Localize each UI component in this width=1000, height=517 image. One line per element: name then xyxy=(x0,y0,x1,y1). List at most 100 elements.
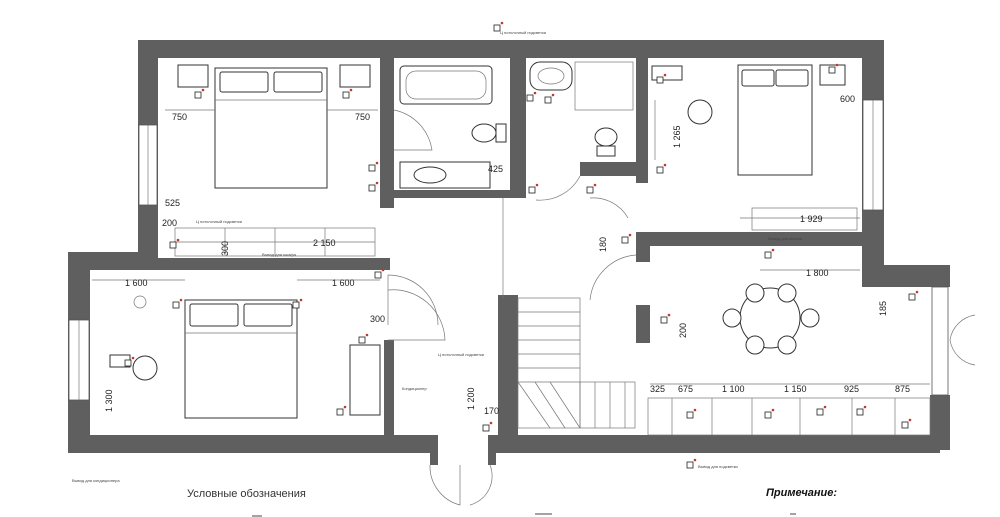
socket-point xyxy=(365,333,369,337)
bottom-right-wall xyxy=(495,435,940,453)
socket-marker xyxy=(374,271,382,279)
stair-wall xyxy=(498,295,518,435)
dim-label: 300 xyxy=(370,314,385,324)
toilet-2 xyxy=(594,127,618,147)
socket-marker xyxy=(764,251,772,259)
socket-point xyxy=(535,183,539,187)
dim-label: 2 150 xyxy=(313,238,336,248)
dim-label: 1 200 xyxy=(466,387,476,410)
socket-point xyxy=(908,418,912,422)
cropped-footer-marks xyxy=(252,513,796,517)
right-step-wall xyxy=(862,265,950,287)
socket-point xyxy=(131,356,135,360)
callout-labels: Ц потолочный подсветки Ц потолочный подс… xyxy=(72,30,803,483)
socket-marker xyxy=(856,408,864,416)
entry-jamb-right xyxy=(488,435,496,465)
socket-marker xyxy=(368,184,376,192)
kitchen-corner-wall xyxy=(636,232,650,262)
socket-point xyxy=(663,73,667,77)
shower xyxy=(574,61,634,111)
bottom-left-wall xyxy=(68,435,430,453)
socket-marker xyxy=(908,293,916,301)
callout-label: Ц потолочный подсветки xyxy=(196,219,242,224)
socket-marker xyxy=(901,421,909,429)
bath1-bottom-wall xyxy=(394,190,524,198)
socket-point xyxy=(823,405,827,409)
socket-point xyxy=(667,313,671,317)
dimension-lines xyxy=(92,100,930,385)
callout-label: Вывод для кондиционера xyxy=(72,478,120,483)
kitchen-counter xyxy=(647,397,931,436)
electrical-points xyxy=(124,21,919,469)
socket-marker xyxy=(124,359,132,367)
callout-label: Вывод для шкафа xyxy=(768,236,803,241)
dim-label: 925 xyxy=(844,384,859,394)
socket-marker xyxy=(368,164,376,172)
dim-label: 200 xyxy=(678,323,688,338)
socket-marker xyxy=(660,316,668,324)
socket-marker xyxy=(586,186,594,194)
kitchen-dining xyxy=(647,283,931,436)
socket-marker xyxy=(528,186,536,194)
socket-marker xyxy=(342,91,350,99)
dim-label: 525 xyxy=(165,198,180,208)
socket-marker xyxy=(493,24,501,32)
kitchen-top-wall xyxy=(636,232,862,246)
bath2-right-wall xyxy=(636,58,648,183)
right-lower-wall xyxy=(930,395,950,450)
socket-point xyxy=(693,458,697,462)
dim-label: 750 xyxy=(355,112,370,122)
socket-marker xyxy=(686,461,694,469)
top-wall xyxy=(138,40,882,58)
callout-label: Кондиционер xyxy=(402,386,428,391)
socket-point xyxy=(489,421,493,425)
socket-marker xyxy=(816,408,824,416)
armchair xyxy=(132,355,158,381)
socket-point xyxy=(863,405,867,409)
dim-label: 1 600 xyxy=(332,278,355,288)
dim-label: 200 xyxy=(162,218,177,228)
callout-label: Ц потолочный подсветки xyxy=(438,352,484,357)
socket-point xyxy=(915,290,919,294)
socket-marker xyxy=(656,166,664,174)
socket-point xyxy=(201,88,205,92)
socket-marker xyxy=(194,91,202,99)
doors xyxy=(387,109,976,506)
socket-marker xyxy=(358,336,366,344)
callout-label: Вывод для шкафа xyxy=(262,252,297,257)
dim-label: 875 xyxy=(895,384,910,394)
dim-label: 1 300 xyxy=(104,389,114,412)
dim-label: 675 xyxy=(678,384,693,394)
dim-label: 1 600 xyxy=(125,278,148,288)
bedroom1-right-wall xyxy=(380,58,394,208)
bedroom-divider-wall xyxy=(158,258,386,270)
socket-point xyxy=(179,298,183,302)
dim-label: 325 xyxy=(650,384,665,394)
socket-point xyxy=(375,181,379,185)
bathroom-1 xyxy=(399,65,507,189)
socket-point xyxy=(693,408,697,412)
wardrobe-2 xyxy=(349,344,381,416)
note-title: Примечание: xyxy=(766,487,837,499)
dim-label: 300 xyxy=(220,241,230,256)
toilet-1 xyxy=(471,123,497,143)
closet-wall xyxy=(384,340,394,435)
socket-point xyxy=(375,161,379,165)
socket-point xyxy=(533,91,537,95)
dim-label: 1 100 xyxy=(722,384,745,394)
socket-marker xyxy=(686,411,694,419)
dim-label: 425 xyxy=(488,164,503,174)
dim-label: 180 xyxy=(598,237,608,252)
callout-label: Вывод для подсветки xyxy=(698,464,738,469)
callout-label: Ц потолочный подсветки xyxy=(500,30,546,35)
left-step-wall xyxy=(68,252,158,270)
washbasin xyxy=(529,61,573,91)
bedroom-1 xyxy=(174,64,376,257)
dim-label: 1 265 xyxy=(672,125,682,148)
socket-point xyxy=(381,268,385,272)
desk-chair xyxy=(687,99,713,125)
socket-marker xyxy=(292,301,300,309)
dim-label: 185 xyxy=(878,301,888,316)
bedroom-3 xyxy=(651,64,858,231)
